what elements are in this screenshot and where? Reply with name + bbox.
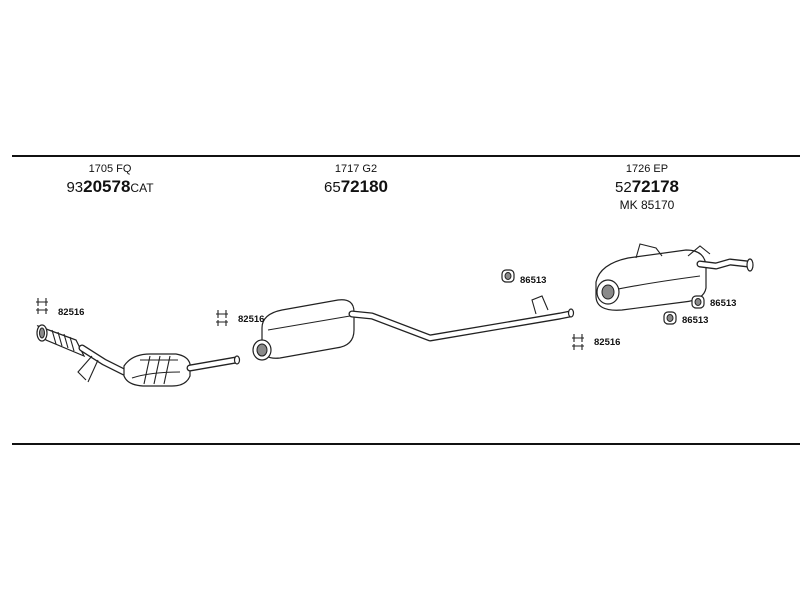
- clamp-82516-middle: 82516: [216, 310, 264, 326]
- rear-silencer: [595, 243, 754, 311]
- group2-code: 1717 G2: [335, 163, 377, 175]
- group1-number-suffix: CAT: [130, 181, 154, 195]
- clamp-82516-front: 82516: [36, 298, 84, 318]
- middle-silencer-pipe: [252, 295, 575, 361]
- group2-number-main: 72180: [341, 177, 388, 196]
- clamp-82516-middle-label: 82516: [238, 314, 264, 325]
- group1-code: 1705 FQ: [89, 163, 132, 175]
- group2-number-prefix: 65: [324, 179, 341, 196]
- group3-mounting-kit: MK 85170: [620, 198, 675, 212]
- front-pipe-catalytic-converter: [36, 324, 241, 387]
- group3-part-number: 5272178: [615, 177, 679, 196]
- group1-number-prefix: 93: [66, 179, 83, 196]
- group1-part-number: 9320578CAT: [66, 177, 154, 196]
- group2-part-number: 6572180: [324, 177, 388, 196]
- hanger-86513-rear-lower: 86513: [663, 311, 708, 326]
- clamp-82516-front-label: 82516: [58, 307, 84, 318]
- group3-code: 1726 EP: [626, 163, 668, 175]
- group1-number-main: 20578: [83, 177, 130, 196]
- hanger-86513-middle: 86513: [501, 269, 546, 286]
- clamp-82516-rear-label: 82516: [594, 337, 620, 348]
- hanger-86513-rear-upper: 86513: [691, 295, 736, 309]
- group3-number-main: 72178: [632, 177, 679, 196]
- hanger-86513-rear-lower-label: 86513: [682, 315, 708, 326]
- group3-number-prefix: 52: [615, 179, 632, 196]
- hanger-86513-middle-label: 86513: [520, 275, 546, 286]
- clamp-82516-rear: 82516: [572, 334, 620, 350]
- hanger-86513-rear-upper-label: 86513: [710, 298, 736, 309]
